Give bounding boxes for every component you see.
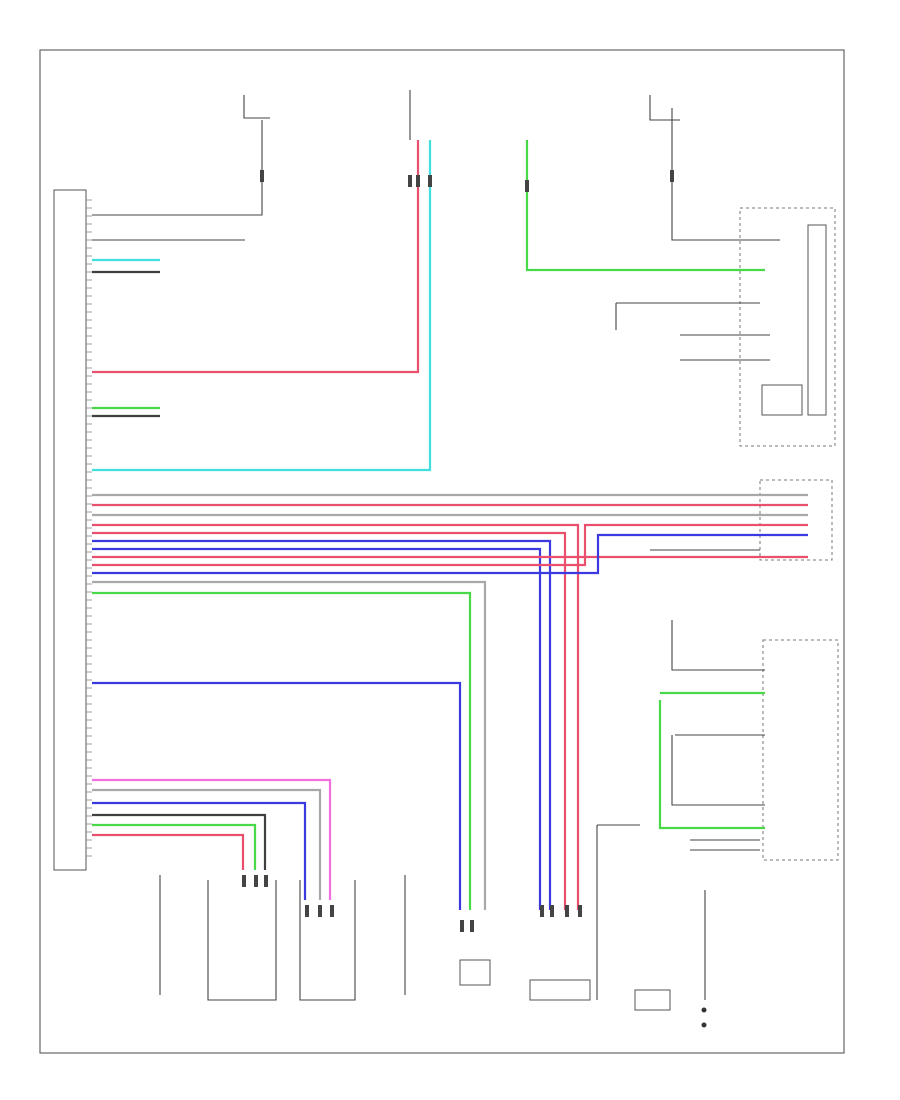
wire-red-to-top-switch	[92, 140, 420, 374]
ground-symbol	[701, 1022, 707, 1028]
left-ecu-block	[53, 189, 92, 871]
splice-symbol	[701, 1007, 707, 1013]
legend	[701, 1007, 707, 1028]
right-module-lower	[762, 639, 839, 861]
wire-blue-branch-c	[92, 533, 808, 575]
left-ecu-pin-ticks	[86, 199, 92, 857]
right-module-top	[739, 207, 836, 447]
right-module-middle	[759, 479, 833, 561]
wire-green-bottom	[92, 823, 257, 870]
wire-green-branch-f	[92, 591, 472, 910]
wire-gray-bottom	[92, 788, 322, 900]
wire-red-bottom	[92, 833, 245, 870]
wire-blue-branch-b	[92, 547, 542, 910]
wire-green-right	[658, 700, 765, 830]
wire-dark-bottom	[92, 813, 267, 870]
wire-red-branch-b	[92, 531, 567, 910]
wire-blue-bottom	[92, 801, 307, 900]
wire-gray-branch-e	[92, 580, 487, 910]
wire-cyan-to-top-switch	[92, 140, 432, 472]
bottom-components	[159, 824, 706, 1011]
connector-stubs	[242, 170, 674, 932]
wire-green-top-right	[525, 140, 765, 272]
wire-red-branch-d	[92, 523, 808, 567]
diagram-border	[39, 49, 845, 1054]
wire-blue-lower	[92, 681, 462, 910]
top-wiring	[92, 90, 780, 851]
colored-wires	[92, 140, 808, 910]
wire-red-branch-a	[92, 523, 580, 910]
wire-pink-bottom	[92, 778, 332, 900]
wire-blue-branch-a	[92, 539, 552, 910]
